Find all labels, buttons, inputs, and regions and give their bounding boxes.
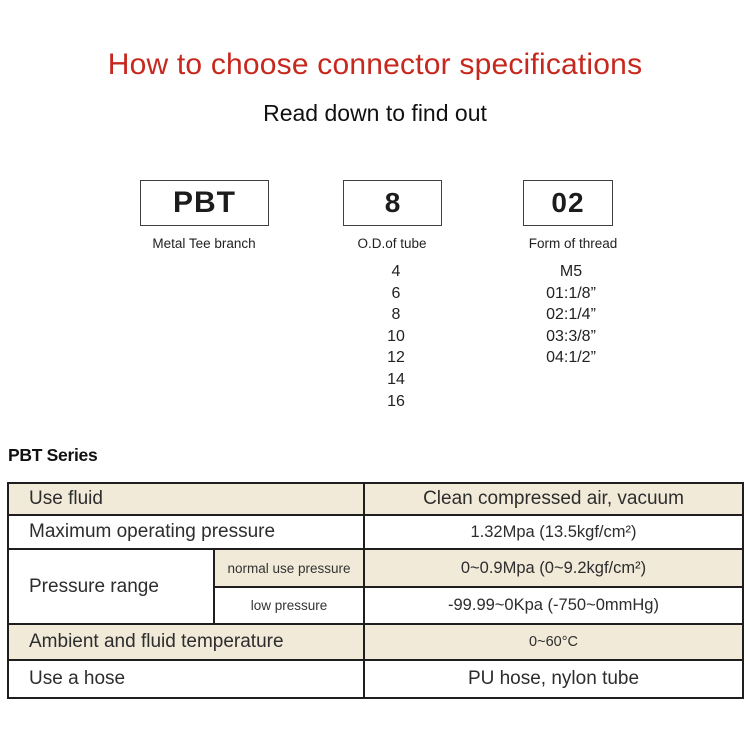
page-subtitle: Read down to find out xyxy=(263,100,487,126)
thread-option: 04:1/2” xyxy=(546,349,596,367)
code-prefix: PBT xyxy=(173,186,236,219)
spec-row-label-hose: Use a hose xyxy=(9,661,363,697)
spec-row-value-temperature: 0~60°C xyxy=(365,625,742,659)
tube-od-option: 14 xyxy=(387,370,405,388)
tube-od-option: 4 xyxy=(391,263,401,280)
thread-option-list: M5 01:1/8” 02:1/4” 03:3/8” 04:1/2” xyxy=(511,261,631,369)
tube-od-option: 10 xyxy=(387,327,405,345)
spec-row-label-max-pressure: Maximum operating pressure xyxy=(9,516,363,548)
code-box-thread: 02 xyxy=(523,180,613,226)
tube-od-option-list: 4 6 8 10 12 14 16 xyxy=(346,261,446,412)
thread-box-caption: Form of thread xyxy=(528,236,618,251)
spec-row-label-pressure-range: Pressure range xyxy=(9,550,213,623)
tube-od-option: 12 xyxy=(387,349,405,367)
tube-od-option: 16 xyxy=(387,392,405,410)
series-heading: PBT Series xyxy=(8,445,98,465)
spec-row-value-use-fluid: Clean compressed air, vacuum xyxy=(365,484,742,514)
tube-od-box-caption: O.D.of tube xyxy=(357,236,427,251)
spec-row-value-hose: PU hose, nylon tube xyxy=(365,661,742,697)
spec-subrow-value-normal-pressure: 0~0.9Mpa (0~9.2kgf/cm²) xyxy=(365,550,742,586)
spec-row-value-max-pressure: 1.32Mpa (13.5kgf/cm²) xyxy=(365,516,742,548)
tube-od-option: 6 xyxy=(391,284,401,302)
prefix-box-caption: Metal Tee branch xyxy=(152,236,256,251)
spec-subrow-label-normal-pressure: normal use pressure xyxy=(215,550,363,586)
spec-row-label-use-fluid: Use fluid xyxy=(9,484,363,514)
code-tube-od: 8 xyxy=(384,187,401,218)
code-box-tube-od: 8 xyxy=(343,180,442,226)
thread-option: 02:1/4” xyxy=(546,306,596,324)
code-thread: 02 xyxy=(551,187,585,218)
code-box-prefix: PBT xyxy=(140,180,269,226)
thread-option: 03:3/8” xyxy=(546,327,596,345)
spec-subrow-label-low-pressure: low pressure xyxy=(215,588,363,623)
spec-table: Use fluid Clean compressed air, vacuum M… xyxy=(7,482,744,699)
page-title: How to choose connector specifications xyxy=(107,48,643,81)
spec-row-label-temperature: Ambient and fluid temperature xyxy=(9,625,363,659)
tube-od-option: 8 xyxy=(391,306,401,324)
spec-subrow-value-low-pressure: -99.99~0Kpa (-750~0mmHg) xyxy=(365,588,742,623)
thread-option: M5 xyxy=(559,263,583,280)
thread-option: 01:1/8” xyxy=(546,284,596,302)
